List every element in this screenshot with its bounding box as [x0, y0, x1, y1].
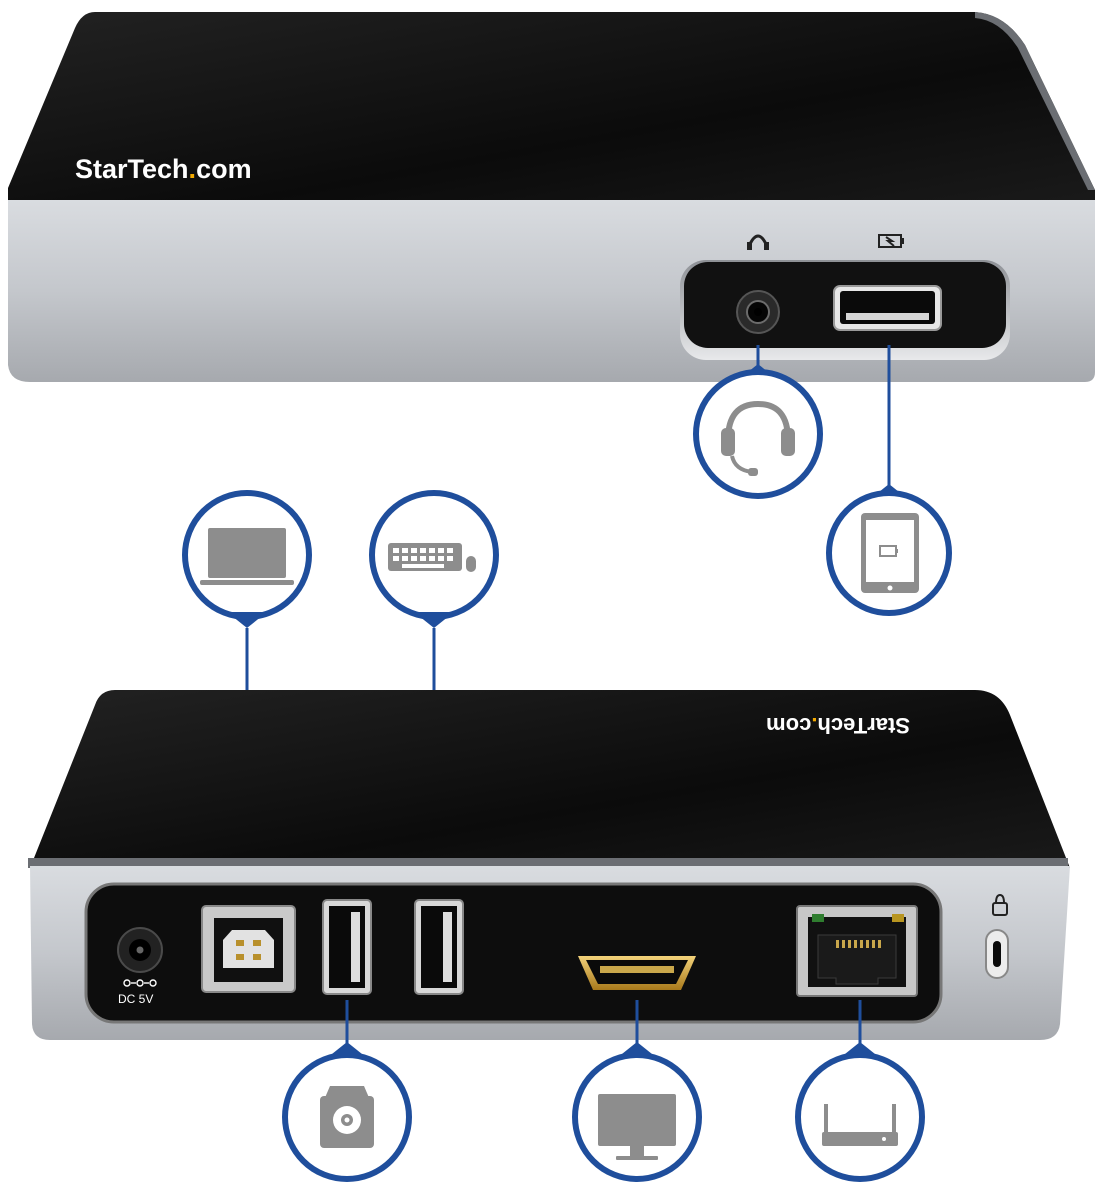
usb-a-port-1: [322, 899, 372, 995]
laptop-icon: [200, 528, 294, 585]
usb-a-port-2: [414, 899, 464, 995]
callout-router: [795, 1000, 925, 1182]
external-drive-icon: [320, 1086, 374, 1148]
usb-charging-port: [833, 285, 942, 331]
dock-front-view: StarTech.com: [8, 12, 1095, 382]
headset-icon: [721, 400, 795, 476]
brand-logo-inverted: StarTech.com: [766, 713, 910, 738]
callout-laptop: [182, 490, 312, 888]
dock-rear-view: StarTech.com DC 5V: [28, 690, 1070, 1040]
security-slot: [985, 893, 1009, 979]
hdmi-port: [578, 956, 696, 990]
ethernet-port: [796, 905, 918, 997]
dock-rear-top-surface: [30, 690, 1070, 868]
callout-tablet: [826, 345, 952, 616]
callout-headset: [693, 345, 823, 499]
battery-charge-marking-icon: [878, 234, 904, 248]
callout-external-drive: [282, 1000, 412, 1182]
headset-marking-icon: [747, 234, 769, 250]
router-icon: [822, 1104, 898, 1146]
audio-jack: [736, 290, 780, 334]
dc-power-jack: DC 5V: [117, 927, 163, 1006]
callout-monitor: [572, 1000, 702, 1182]
brand-logo: StarTech.com: [75, 154, 252, 184]
usb-b-host-port: [201, 905, 296, 993]
tablet-icon: [861, 513, 919, 593]
power-label: DC 5V: [118, 992, 153, 1006]
monitor-icon: [598, 1094, 676, 1160]
rear-port-panel: [84, 882, 943, 1024]
keyboard-mouse-icon: [388, 543, 476, 572]
dock-top-surface: [8, 12, 1095, 205]
callout-keyboard-mouse: [369, 490, 499, 888]
